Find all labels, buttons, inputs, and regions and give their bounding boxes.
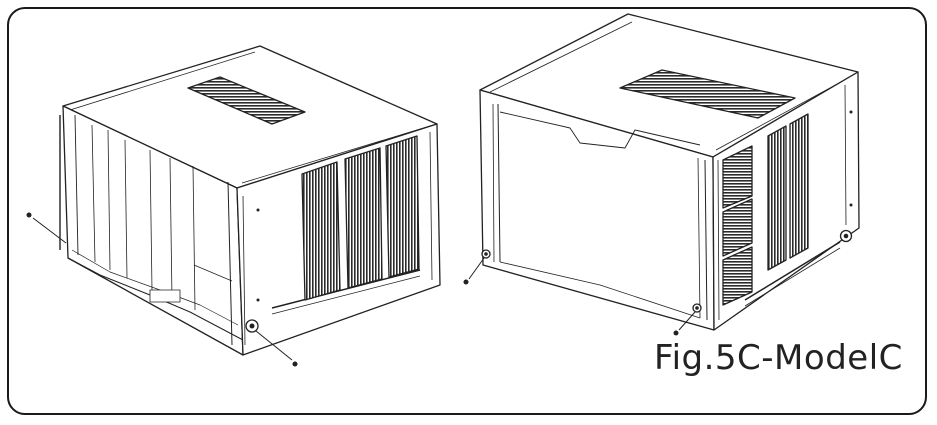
leader-line (255, 330, 293, 361)
right-side-vent-4 (767, 125, 787, 271)
screw-icon (463, 279, 469, 285)
left-unit (59, 45, 441, 356)
left-side-vent-2 (344, 147, 383, 289)
screw-icon (26, 212, 32, 218)
left-screw-top (26, 212, 67, 244)
figure-frame (7, 7, 927, 415)
right-screw-left (463, 257, 485, 285)
right-screw-bottom (673, 311, 696, 336)
left-side-vent-3 (385, 135, 420, 278)
left-screw-bottom (255, 330, 298, 367)
figure-caption: Fig.5C-ModelC (654, 338, 903, 378)
right-side-vent-1 (722, 145, 753, 209)
right-top-vent (619, 69, 796, 119)
leader-line (678, 311, 696, 331)
leader-line (32, 217, 67, 244)
left-top-vent (187, 76, 306, 125)
right-unit (479, 13, 860, 331)
leader-line (468, 257, 485, 280)
right-side-vent-3 (722, 246, 753, 306)
right-side-vent-2 (722, 198, 753, 257)
left-side-vent-1 (301, 161, 341, 301)
screw-icon (673, 330, 679, 336)
right-side-vent-5 (789, 113, 809, 259)
screw-icon (292, 361, 298, 367)
